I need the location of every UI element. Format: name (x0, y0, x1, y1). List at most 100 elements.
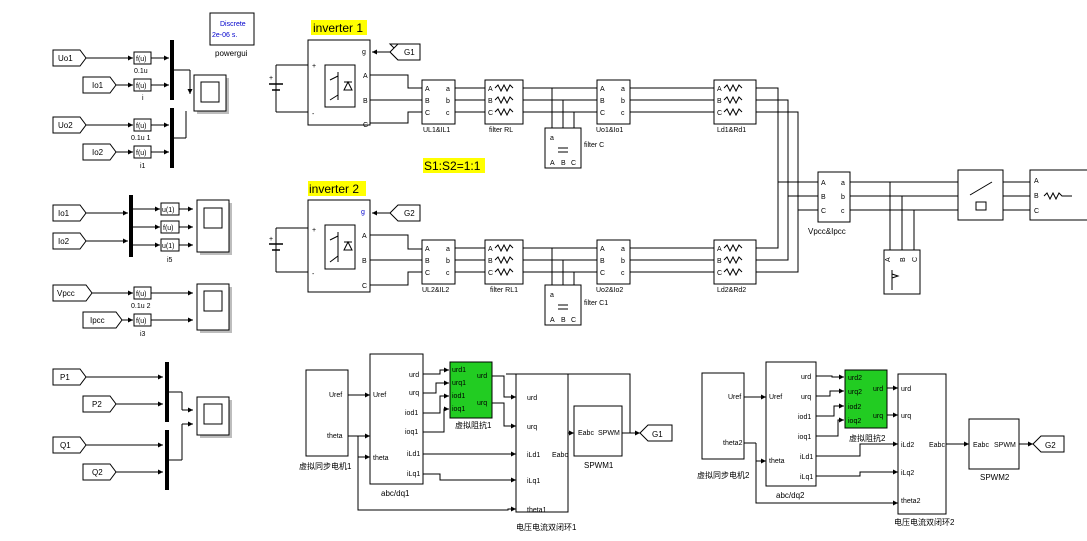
svg-text:SPWM1: SPWM1 (584, 461, 614, 470)
svg-text:iod1: iod1 (452, 393, 465, 400)
breaker-block[interactable] (957, 169, 1004, 221)
svg-text:B: B (488, 98, 493, 105)
powergui-label: powergui (215, 49, 248, 58)
from-io2[interactable] (82, 143, 117, 161)
from-io1[interactable] (82, 76, 117, 94)
svg-text:A: A (425, 246, 430, 253)
from-uo1[interactable] (52, 49, 87, 67)
grid-rl-block[interactable]: A B C (1029, 169, 1087, 221)
svg-text:urq2: urq2 (848, 389, 862, 396)
filter-rl1-block[interactable]: A B C filter RL1 (484, 239, 524, 294)
spwm1-block[interactable]: Eabc SPWM SPWM1 (573, 405, 623, 470)
from-q1[interactable] (52, 436, 87, 454)
svg-text:theta1: theta1 (527, 507, 547, 514)
vsg2-block[interactable]: Uref theta2 虚拟同步电机2 (697, 372, 750, 480)
svg-text:A: A (717, 246, 722, 253)
from-q2[interactable] (82, 463, 117, 481)
svg-text:a: a (446, 86, 450, 93)
from-io1-b[interactable] (52, 204, 87, 222)
ul2-il2-block[interactable]: A B C a b c UL2&IL2 (421, 239, 456, 294)
spwm2-block[interactable]: Eabc SPWM SPWM2 (968, 418, 1020, 482)
from-vpcc[interactable] (52, 284, 93, 302)
svg-text:C: C (717, 110, 722, 117)
uo1-io1-block[interactable]: A B C a b c Uo1&Io1 (596, 79, 631, 134)
svg-text:b: b (621, 98, 625, 105)
inverter-1-block[interactable]: + - g A B C (307, 39, 371, 129)
vsg1-block[interactable]: Uref theta 虚拟同步电机1 (299, 369, 352, 471)
svg-text:B: B (363, 98, 368, 105)
abc-dq2-block[interactable]: Uref theta urd urq iod1 ioq1 iLd1 iLq1 a… (765, 361, 817, 500)
svg-text:Ld1&Rd1: Ld1&Rd1 (717, 127, 746, 134)
filter-rl-block[interactable]: A B C filter RL (484, 79, 524, 134)
from-ipcc[interactable] (82, 311, 123, 329)
svg-text:Io2: Io2 (92, 148, 104, 157)
svg-text:B: B (425, 98, 430, 105)
goto-g2-top[interactable]: G2 (372, 204, 421, 222)
svg-text:A: A (363, 73, 368, 80)
dc-source-2[interactable]: + (269, 227, 308, 273)
svg-text:urq: urq (901, 413, 911, 420)
virtual-impedance-1-block[interactable]: urd1 urq1 iod1 ioq1 urd urq 虚拟阻抗1 (449, 361, 493, 430)
vpcc-ipcc-block[interactable]: A B C a b c Vpcc&Ipcc (808, 171, 851, 236)
svg-text:Vpcc: Vpcc (57, 289, 75, 298)
measure-group-4: Vpcc Ipcc f(u) f(u) 0.1u 2 i3 (52, 283, 232, 338)
from-p1[interactable] (52, 368, 87, 386)
svg-text:P1: P1 (60, 373, 70, 382)
svg-text:theta: theta (327, 433, 343, 440)
svg-text:ioq1: ioq1 (405, 429, 418, 436)
svg-text:Eabc: Eabc (929, 442, 945, 449)
svg-text:filter C1: filter C1 (584, 300, 608, 307)
svg-text:SPWM: SPWM (598, 430, 620, 437)
from-p2[interactable] (82, 395, 117, 413)
svg-text:b: b (446, 98, 450, 105)
dual-loop-2-block[interactable]: urd urq iLd2 iLq2 theta2 Eabc 电压电流双闭环2 (894, 373, 955, 527)
measure-group-2: Uo2 Io2 f(u) f(u) 0.1u 1 i1 (52, 108, 187, 170)
svg-text:C: C (488, 270, 493, 277)
svg-text:C: C (600, 110, 605, 117)
svg-text:g: g (361, 209, 365, 216)
svg-text:a: a (550, 292, 554, 299)
svg-text:theta: theta (769, 458, 785, 465)
uo2-io2-block[interactable]: A B C a b c Uo2&Io2 (596, 239, 631, 294)
svg-text:Eabc: Eabc (552, 452, 568, 459)
svg-text:SPWM: SPWM (994, 442, 1016, 449)
svg-text:B: B (717, 98, 722, 105)
svg-text:虚拟同步电机1: 虚拟同步电机1 (299, 461, 352, 471)
svg-text:C: C (363, 122, 368, 129)
svg-text:G1: G1 (652, 430, 663, 439)
filter-c1-block[interactable]: a A B C filter C1 (544, 284, 608, 326)
powergui-block[interactable]: Discrete 2e-06 s. powergui (209, 12, 255, 58)
svg-text:B: B (561, 160, 566, 167)
svg-text:Eabc: Eabc (973, 442, 989, 449)
from-io2-b[interactable] (52, 232, 87, 250)
virtual-impedance-2-block[interactable]: urd2 urq2 iod2 ioq2 urd urq 虚拟阻抗2 (844, 369, 888, 443)
inverter-2-block[interactable]: + - g A B C (307, 199, 371, 293)
from-uo2[interactable] (52, 116, 87, 134)
abc-dq1-block[interactable]: Uref theta urd urq iod1 ioq1 iLd1 iLq1 a… (369, 353, 424, 498)
svg-text:c: c (841, 208, 845, 215)
svg-text:a: a (841, 180, 845, 187)
inverter1-title: inverter 1 (313, 21, 363, 35)
measure-group-1: Uo1 Io1 f(u) f(u) 0.1u i (52, 40, 229, 114)
svg-text:b: b (621, 258, 625, 265)
svg-text:iLq1: iLq1 (800, 474, 813, 481)
grid-load-block[interactable]: A B C (883, 249, 921, 295)
svg-text:i5: i5 (167, 257, 173, 264)
dc-source-1[interactable]: + (269, 64, 308, 113)
svg-text:G1: G1 (404, 48, 415, 57)
ld2-rd2-block[interactable]: A B C Ld2&Rd2 (713, 239, 757, 294)
svg-text:Ipcc: Ipcc (90, 316, 105, 325)
svg-text:urd: urd (477, 373, 487, 380)
filter-c-block[interactable]: a A B C filter C (544, 127, 604, 169)
dual-loop-1-block[interactable]: urd urq iLd1 iLq1 theta1 Eabc 电压电流双闭环1 (515, 373, 577, 532)
ul1-il1-block[interactable]: A B C a b c UL1&IL1 (421, 79, 456, 134)
svg-text:2e-06 s.: 2e-06 s. (212, 32, 237, 39)
svg-text:Q2: Q2 (92, 468, 103, 477)
goto-g1-top[interactable]: G1 (372, 43, 421, 61)
goto-g1-bottom[interactable]: G1 (639, 424, 673, 442)
goto-g2-bottom[interactable]: G2 (1032, 435, 1065, 453)
ld1-rd1-block[interactable]: A B C Ld1&Rd1 (713, 79, 757, 134)
svg-text:A: A (885, 257, 892, 262)
svg-text:A: A (362, 233, 367, 240)
